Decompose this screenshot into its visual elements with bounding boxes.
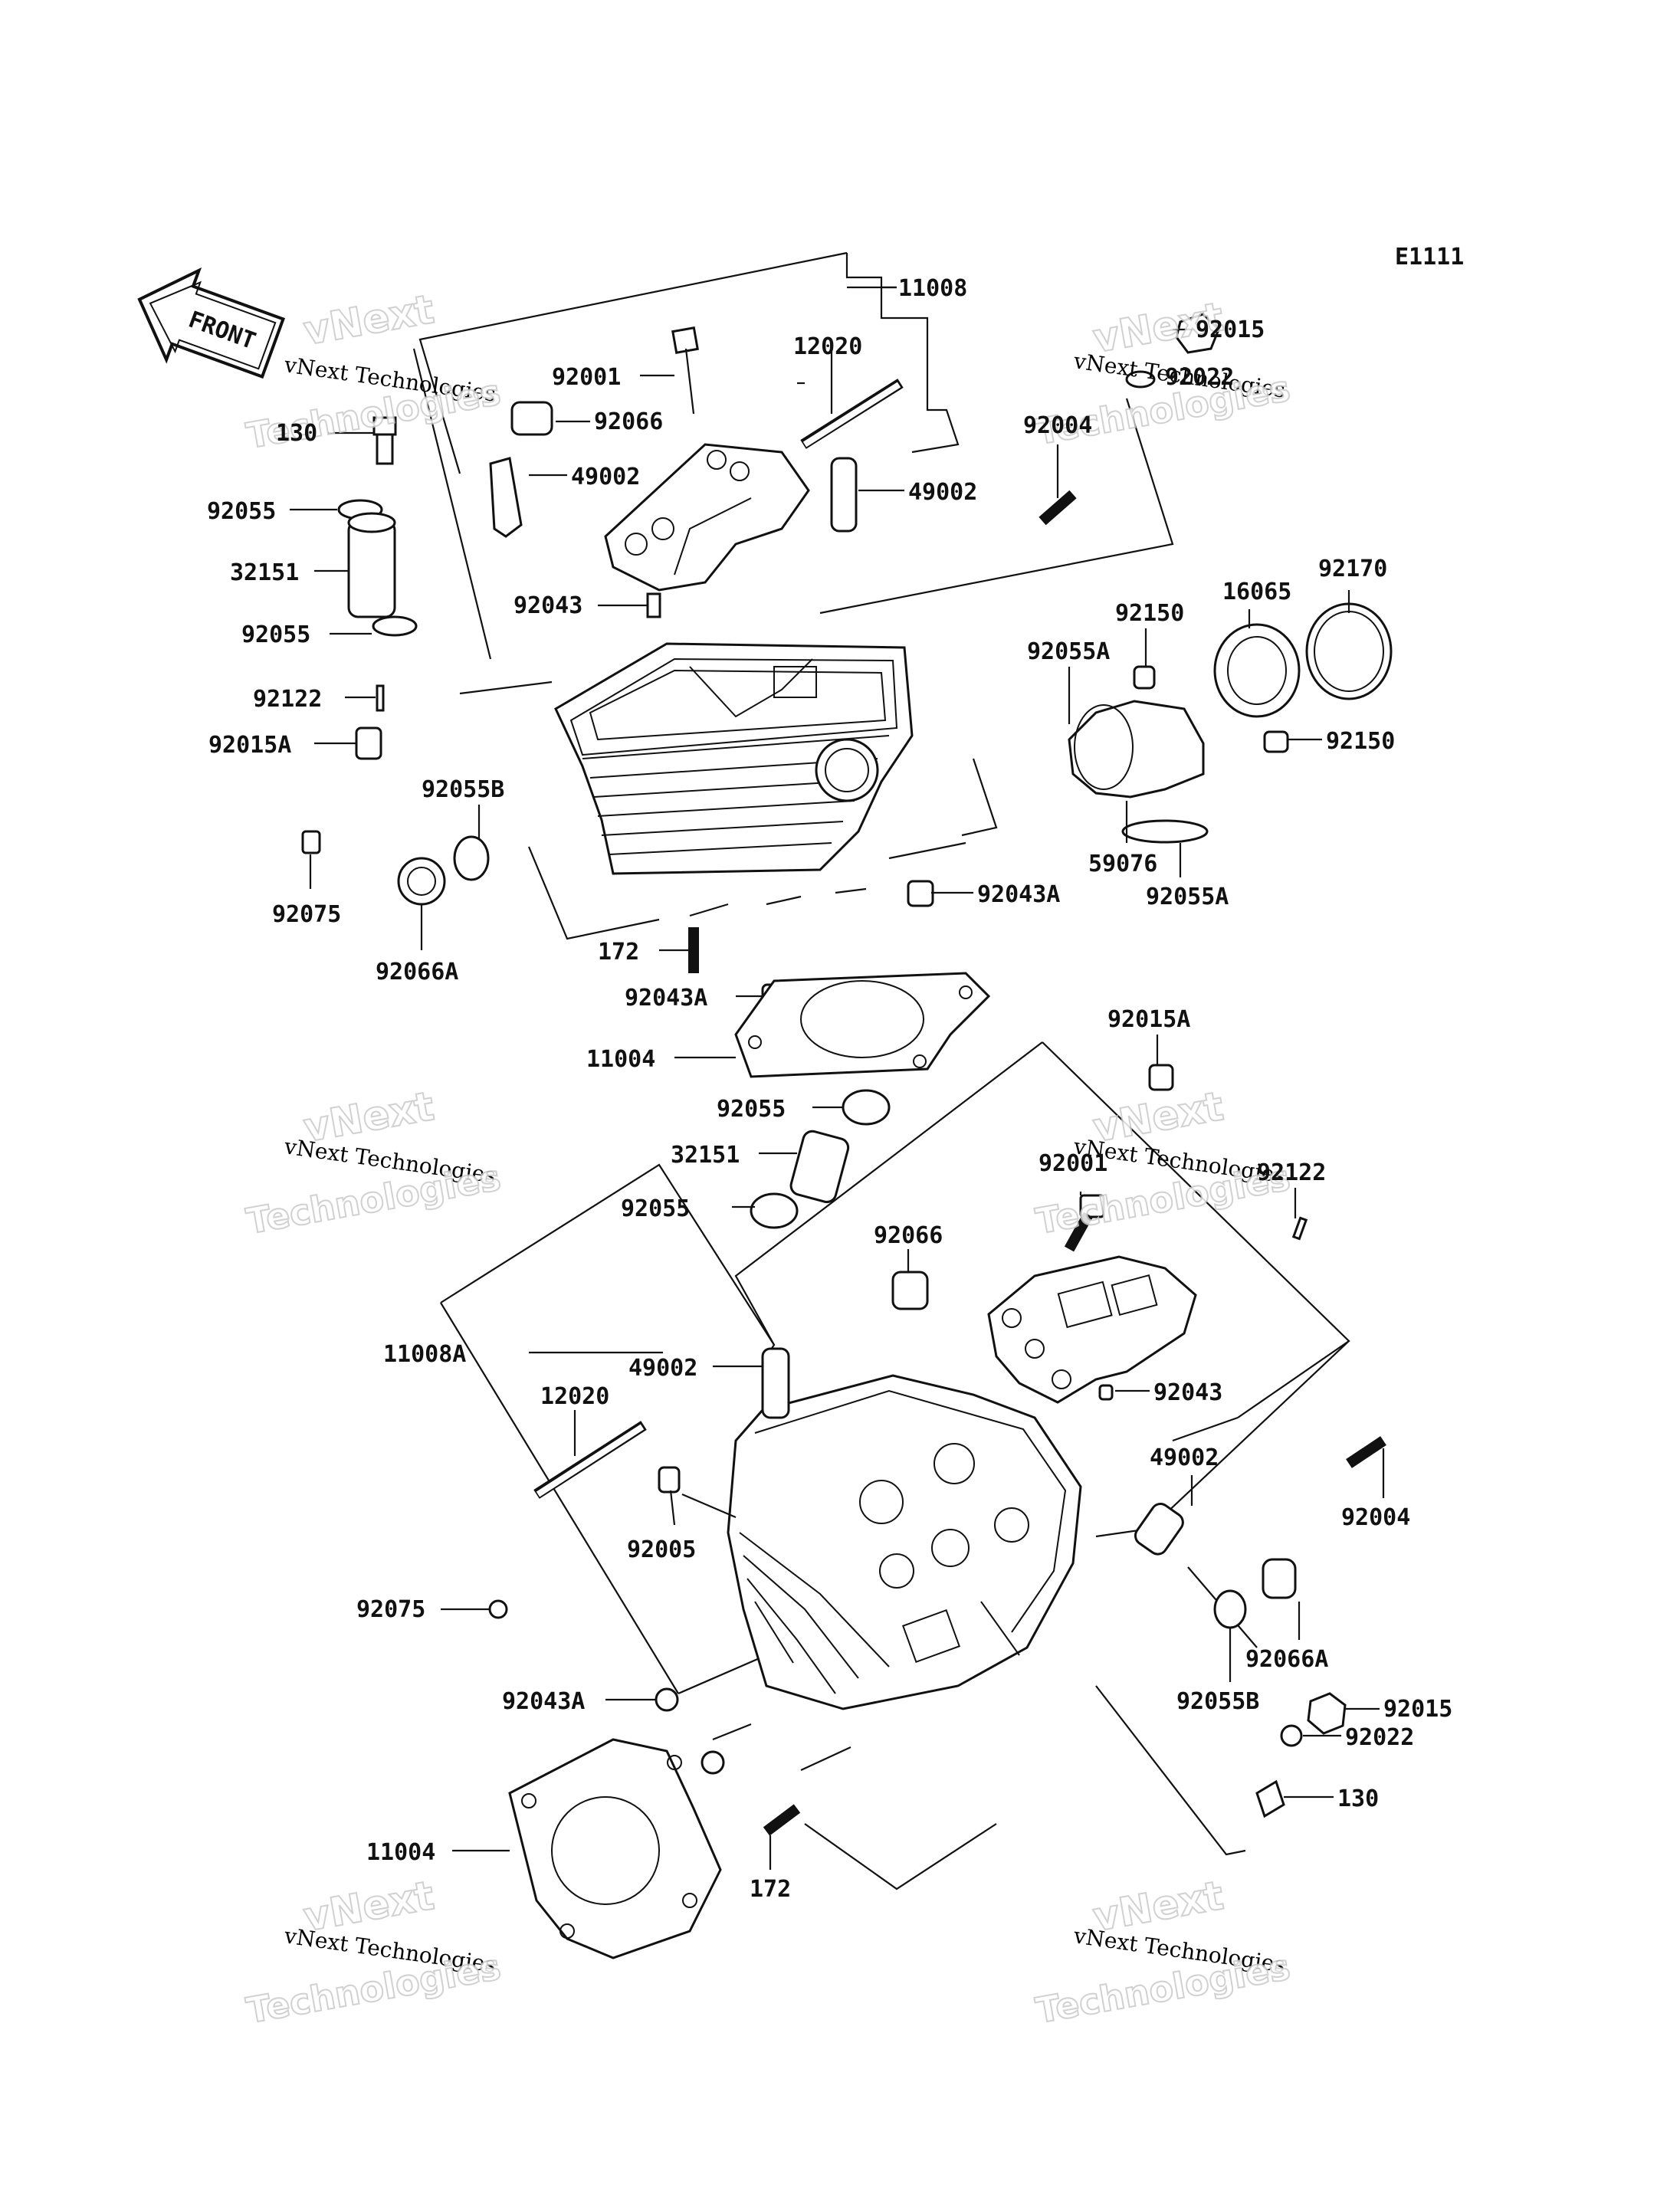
part-label[interactable]: 92043A [977,881,1060,908]
front-arrow-icon: FRONT [137,267,286,379]
part-label[interactable]: 92055B [422,776,504,803]
middle-small-parts [750,1064,1174,1229]
watermark-bottom-left: vNext vNext Technologies Technologies [243,1872,505,2032]
upper-head-gasket [734,972,991,1078]
upper-assembly-outline [412,251,1174,940]
part-label[interactable]: 49002 [1150,1444,1219,1471]
part-label[interactable]: 92015 [1196,316,1265,343]
part-label[interactable]: 172 [750,1876,791,1903]
part-label[interactable]: 92001 [552,364,621,391]
part-label[interactable]: 59076 [1088,851,1157,877]
part-label[interactable]: 92075 [356,1596,425,1623]
svg-text:vNext: vNext [300,287,438,355]
part-label[interactable]: 92043 [514,592,582,619]
part-label[interactable]: 92066 [874,1222,943,1249]
part-label[interactable]: 92122 [1257,1159,1326,1186]
part-label[interactable]: 92043A [502,1688,585,1715]
part-label[interactable]: 92015A [208,732,291,759]
lower-head-gasket [508,1738,722,1959]
part-label[interactable]: 92055 [241,621,310,648]
part-label[interactable]: 49002 [908,479,977,506]
part-label[interactable]: 92015A [1107,1006,1190,1033]
part-label[interactable]: 92043A [625,985,707,1012]
part-label[interactable]: 92005 [627,1536,696,1563]
part-label[interactable]: 92022 [1345,1724,1414,1751]
leader-lines [290,286,1385,1870]
part-label[interactable]: 12020 [540,1383,609,1410]
part-label[interactable]: 92150 [1115,600,1184,627]
part-label[interactable]: 92055A [1146,884,1229,910]
part-label[interactable]: 92004 [1341,1504,1410,1531]
part-label[interactable]: 130 [276,420,317,447]
lower-cylinder-head [727,1374,1082,1710]
upper-rocker-bracket [604,443,810,592]
part-label[interactable]: 32151 [230,559,299,586]
upper-cylinder-head [554,642,914,875]
part-label[interactable]: 92055B [1176,1688,1259,1715]
part-label[interactable]: 92055 [621,1195,690,1222]
part-label[interactable]: 12020 [793,333,862,360]
part-label[interactable]: 92001 [1039,1150,1107,1177]
part-label[interactable]: 92055A [1027,638,1110,665]
part-label[interactable]: 92004 [1023,412,1092,439]
part-label[interactable]: 92150 [1326,728,1395,755]
part-label[interactable]: 92122 [253,686,322,713]
part-label[interactable]: 92055 [207,498,276,525]
part-label[interactable]: 11004 [586,1046,655,1073]
upper-small-parts [301,313,1393,1011]
watermark-middle-left: vNext vNext Technologies Technologies [243,1083,505,1243]
part-label[interactable]: 92066 [594,408,663,435]
lower-small-parts [488,1194,1386,1836]
part-label[interactable]: 49002 [571,464,640,490]
part-label[interactable]: 92043 [1153,1379,1222,1406]
part-label[interactable]: 92170 [1318,556,1387,582]
part-label[interactable]: 130 [1337,1785,1379,1812]
part-label[interactable]: 11008A [383,1341,466,1368]
part-label[interactable]: 32151 [671,1142,740,1169]
part-label[interactable]: 92022 [1165,364,1234,391]
part-label[interactable]: 92015 [1383,1696,1452,1723]
watermark-bottom-right: vNext vNext Technologies Technologies [1032,1872,1294,2032]
part-labels: 11008 92015 12020 92022 92001 92066 130 … [207,275,1452,1903]
part-label[interactable]: 92066A [1245,1646,1328,1673]
part-label[interactable]: 172 [598,939,639,966]
lower-rocker-bracket [987,1255,1197,1404]
part-label[interactable]: 92075 [272,901,341,928]
diagram-code: E1111 [1395,244,1464,271]
part-label[interactable]: 11004 [366,1839,435,1866]
part-label[interactable]: 49002 [628,1355,697,1382]
part-label[interactable]: 92055 [717,1096,786,1123]
part-label[interactable]: 16065 [1222,579,1291,605]
part-label[interactable]: 11008 [898,275,967,302]
part-label[interactable]: 92066A [376,959,458,985]
